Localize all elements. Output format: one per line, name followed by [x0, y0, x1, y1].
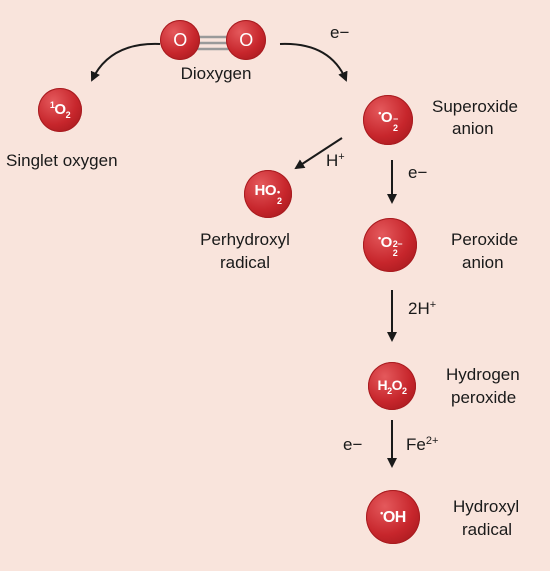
superoxide-label-line1: Superoxide [432, 97, 519, 116]
dioxygen-label: Dioxygen [180, 64, 252, 83]
two-h-plus-label: 2H+ [408, 299, 437, 318]
perhydroxyl-label-line1: Perhydroxyl [200, 230, 290, 249]
superoxide-molecule: •O−2 [363, 95, 413, 145]
electron-label-2: e− [408, 163, 428, 182]
arrow-to-singlet [90, 42, 161, 82]
perhydroxyl-label-line2: radical [219, 253, 271, 272]
dioxygen-atom-right: O [226, 20, 266, 60]
arrow-to-superoxide [279, 42, 348, 82]
hydroxyl-label-line2: radical [462, 520, 513, 539]
hydrogen-peroxide-molecule: H2O2 [368, 362, 416, 410]
hydroxyl-molecule: •OH [366, 490, 420, 544]
perhydroxyl-molecule: HO•2 [244, 170, 292, 218]
hydrogen-peroxide-label-line2: peroxide [451, 388, 517, 407]
electron-label-3: e− [343, 435, 363, 454]
hydrogen-peroxide-label-line1: Hydrogen [446, 365, 520, 384]
electron-label-1: e− [330, 23, 350, 42]
superoxide-label-line2: anion [452, 119, 494, 138]
h-plus-label: H+ [326, 151, 345, 170]
arrow-to-perhydroxyl [294, 137, 343, 170]
singlet-oxygen-molecule: 1O2 [38, 88, 82, 132]
hydroxyl-label-line1: Hydroxyl [453, 497, 520, 516]
singlet-oxygen-label: Singlet oxygen [6, 151, 118, 170]
peroxide-label-line1: Peroxide [451, 230, 519, 249]
dioxygen-atom-left: O [160, 20, 200, 60]
peroxide-label-line2: anion [462, 253, 504, 272]
fe-label: Fe2+ [406, 435, 439, 454]
